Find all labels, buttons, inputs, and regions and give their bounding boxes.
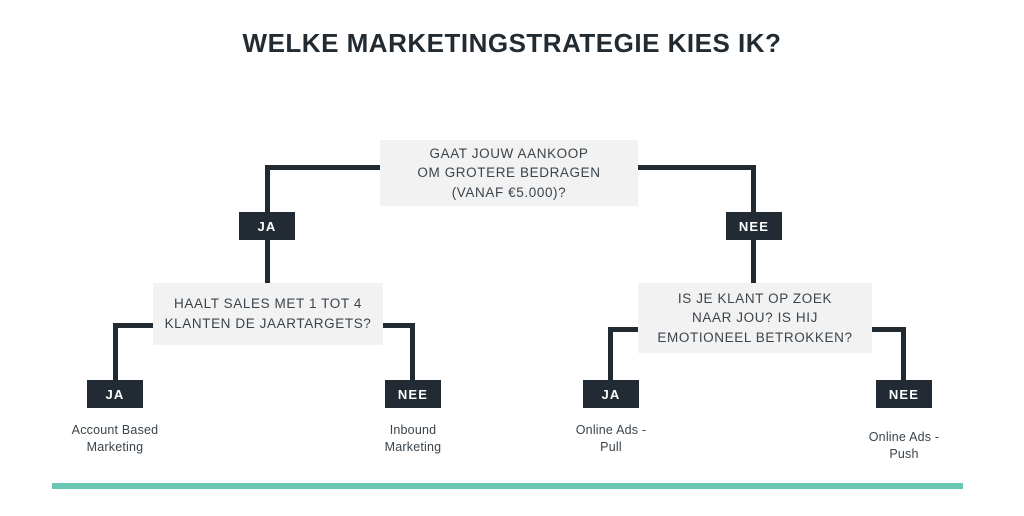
outcome-account-based-line1: Account Based	[71, 423, 159, 437]
decision-node-left[interactable]: HAALT SALES MET 1 TOT 4 KLANTEN DE JAART…	[153, 283, 383, 345]
connector-root-to-left-horizontal	[265, 165, 383, 170]
outcome-ads-push-line2: Push	[889, 446, 919, 461]
decision-node-right-line1: IS JE KLANT OP ZOEK	[677, 290, 833, 306]
decision-node-root[interactable]: GAAT JOUW AANKOOP OM GROTERE BEDRAGEN (V…	[380, 140, 638, 206]
connector-right-to-yes-horizontal	[608, 327, 642, 332]
outcome-inbound-marketing: Inbound Marketing	[343, 422, 483, 456]
connector-right-to-no-horizontal	[870, 327, 906, 332]
connector-left-to-yes-vertical	[113, 323, 118, 385]
decision-node-right[interactable]: IS JE KLANT OP ZOEK NAAR JOU? IS HIJ EMO…	[638, 283, 872, 353]
outcome-ads-pull-line2: Pull	[600, 439, 622, 454]
badge-left-no[interactable]: NEE	[385, 380, 441, 408]
connector-right-to-yes-vertical	[608, 327, 613, 385]
outcome-ads-push-line1: Online Ads -	[868, 430, 940, 444]
page-title: WELKE MARKETINGSTRATEGIE KIES IK?	[242, 28, 782, 58]
connector-left-to-no-horizontal	[381, 323, 415, 328]
decision-node-right-line3: EMOTIONEEL BETROKKEN?	[657, 329, 853, 345]
outcome-account-based-marketing: Account Based Marketing	[45, 422, 185, 456]
badge-right-yes[interactable]: JA	[583, 380, 639, 408]
badge-root-yes[interactable]: JA	[239, 212, 295, 240]
badge-root-no[interactable]: NEE	[726, 212, 782, 240]
outcome-account-based-line2: Marketing	[86, 439, 144, 454]
badge-right-no[interactable]: NEE	[876, 380, 932, 408]
outcome-ads-pull-line1: Online Ads -	[575, 423, 647, 437]
decision-node-root-line2: OM GROTERE BEDRAGEN	[417, 165, 601, 181]
badge-left-yes[interactable]: JA	[87, 380, 143, 408]
connector-left-to-yes-horizontal	[113, 323, 155, 328]
decision-node-left-line2: KLANTEN DE JAARTARGETS?	[164, 316, 372, 331]
connector-left-to-no-vertical	[410, 323, 415, 385]
outcome-online-ads-push: Online Ads - Push	[834, 429, 974, 463]
outcome-inbound-line2: Marketing	[384, 439, 442, 454]
decision-node-left-line1: HAALT SALES MET 1 TOT 4	[174, 296, 362, 312]
outcome-inbound-line1: Inbound	[389, 423, 437, 437]
connector-root-to-right-horizontal	[635, 165, 756, 170]
connector-right-to-no-vertical	[901, 327, 906, 385]
outcome-online-ads-pull: Online Ads - Pull	[541, 422, 681, 456]
decision-node-right-line2: NAAR JOU? IS HIJ	[692, 310, 818, 326]
decision-node-root-line1: GAAT JOUW AANKOOP	[429, 145, 589, 161]
accent-bar	[52, 483, 963, 489]
decision-node-root-line3: (VANAF €5.000)?	[451, 184, 567, 200]
